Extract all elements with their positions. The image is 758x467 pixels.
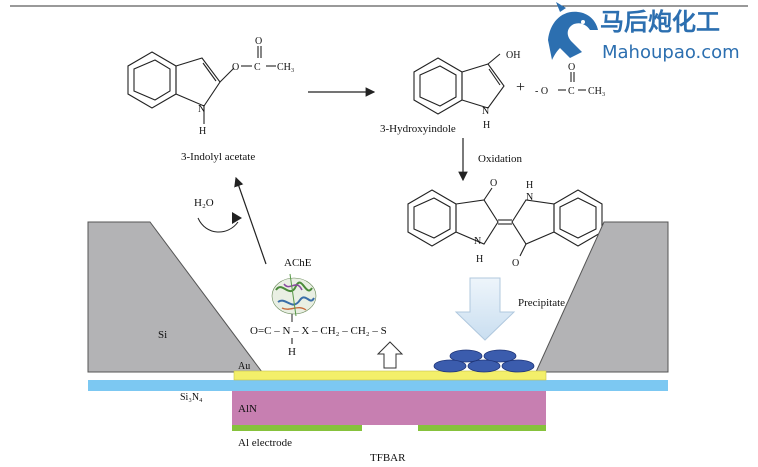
au-label: Au (238, 361, 250, 372)
linker-h-label: H (288, 346, 296, 358)
indolyl-acetate-name: 3-Indolyl acetate (181, 151, 255, 163)
indigo-n1-label: N (474, 236, 481, 247)
hydroxy-h-label: H (483, 120, 490, 131)
indigo-n2-label: N (526, 192, 533, 203)
water-curve-arrow (197, 217, 239, 233)
molecule-indigo: O N H N H O (407, 178, 603, 269)
au-layer (233, 370, 547, 381)
indolyl-c-label: C (254, 62, 261, 73)
indigo-h2-label: H (526, 180, 533, 191)
indigo-h1-label: H (476, 254, 483, 265)
water-label: H₂O (194, 197, 214, 209)
watermark-title: 马后炮化工 (600, 8, 720, 36)
si3n4-label: Si₃N₄ (180, 392, 203, 403)
acetate-c-label: C (568, 86, 575, 97)
al-electrode-left (232, 425, 362, 431)
linker-group: O=C – N – X – CH₂ – CH₂ – S H (250, 325, 387, 358)
molecule-3-hydroxyindole: OH N H 3-Hydroxyindole (380, 50, 520, 135)
indolyl-o-label: O (232, 62, 239, 73)
hydroxy-oh-label: OH (506, 50, 520, 61)
aln-label: AlN (238, 403, 257, 415)
water-arrowhead (232, 212, 242, 224)
watermark: 马后炮化工 Mahoupao.com (548, 2, 740, 63)
indigo-o1-label: O (490, 178, 497, 189)
linker-formula: O=C – N – X – CH₂ – CH₂ – S (250, 325, 387, 337)
si-left-block (87, 221, 263, 373)
hollow-up-arrow (376, 341, 404, 369)
acetate-o-minus-label: - O (535, 86, 548, 97)
water-consumption: H₂O (194, 197, 242, 233)
indolyl-n-label: N (198, 104, 205, 115)
aln-layer (232, 391, 546, 425)
al-electrode-label: Al electrode (238, 437, 292, 449)
protein-structure-icon (271, 273, 317, 317)
molecule-acetate-ion: + - O C O CH₃ (516, 62, 605, 97)
al-electrode-right (418, 425, 546, 431)
tfbar-label: TFBAR (370, 452, 406, 464)
precipitate-label: Precipitate (518, 297, 565, 309)
si-label: Si (158, 329, 167, 341)
precipitate-particles (433, 349, 535, 373)
indigo-o2-label: O (512, 258, 519, 269)
si3n4-layer (88, 380, 668, 391)
plus-sign: + (516, 79, 525, 96)
indolyl-ch3-label: CH₃ (277, 62, 294, 73)
acetate-ch3-label: CH₃ (588, 86, 605, 97)
si-right-block (535, 221, 669, 373)
ache-enzyme: AChE (271, 257, 317, 322)
precipitate-arrow (454, 277, 516, 341)
hydroxyindole-name: 3-Hydroxyindole (380, 123, 456, 135)
oxidation-label: Oxidation (478, 153, 522, 165)
horse-head-icon (548, 2, 598, 60)
ache-label: AChE (284, 257, 312, 269)
tfbar-device: Si Au AlN Si₃N₄ Al electrode TFBAR (87, 221, 669, 464)
watermark-site: Mahoupao.com (602, 42, 740, 63)
enzyme-to-substrate-arrow (234, 176, 267, 265)
indolyl-carbonyl-o-label: O (255, 36, 262, 47)
acetate-o-label: O (568, 62, 575, 73)
indolyl-h-label: H (199, 126, 206, 137)
hydroxy-n-label: N (482, 106, 489, 117)
molecule-3-indolyl-acetate: N H O C O CH₃ 3-Indolyl acetate (127, 36, 294, 163)
